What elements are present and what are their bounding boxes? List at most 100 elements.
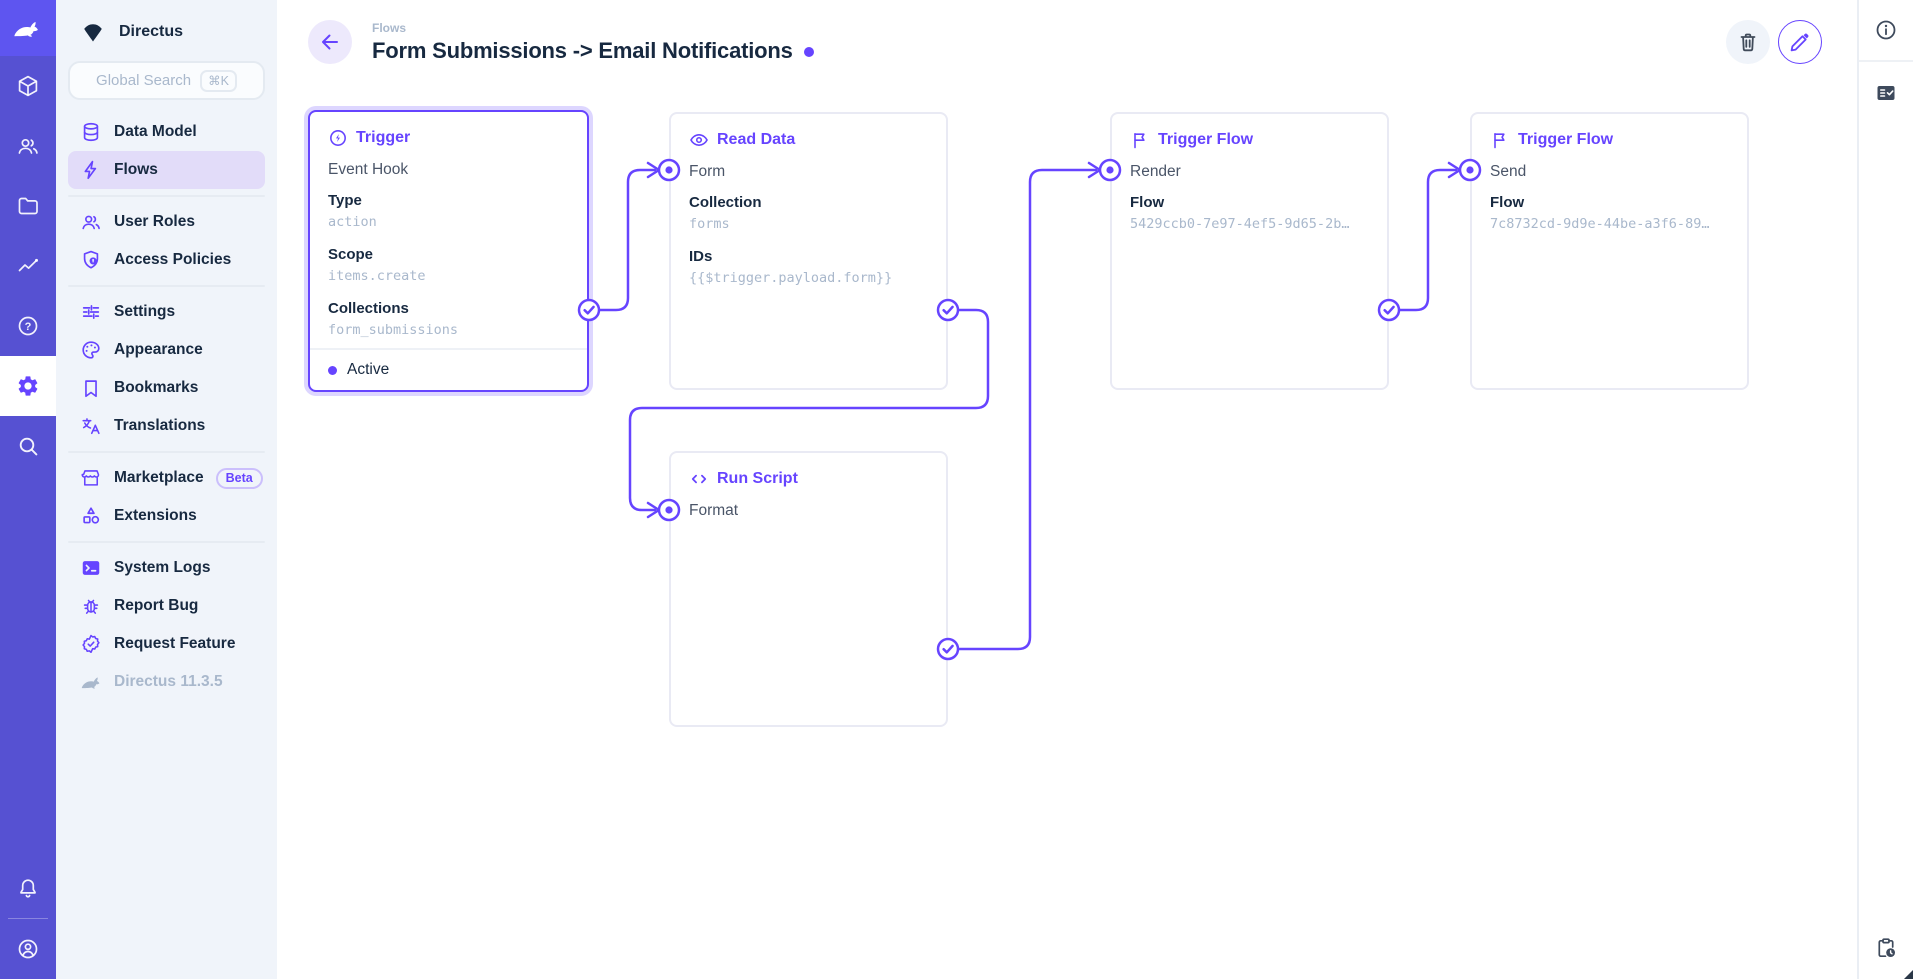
field-value: 5429ccb0-7e97-4ef5-9d65-2b… <box>1130 216 1350 232</box>
module-insights-button[interactable] <box>0 236 56 296</box>
translate-icon <box>80 415 102 437</box>
resize-corner-handle[interactable] <box>1904 970 1913 979</box>
code-icon <box>689 469 709 489</box>
module-files-button[interactable] <box>0 176 56 236</box>
sidebar-item-label: Settings <box>114 303 176 320</box>
nav-divider <box>68 451 265 453</box>
field-label: Collection <box>689 194 762 211</box>
sidebar-item-access-policies[interactable]: Access Policies <box>68 241 265 279</box>
activity-drawer-button[interactable] <box>1859 917 1913 979</box>
connector-arrow <box>1087 161 1102 179</box>
field-value: 7c8732cd-9d9e-44be-a3f6-89… <box>1490 216 1710 232</box>
directus-rabbit-icon <box>80 671 102 693</box>
sidebar-item-label: Report Bug <box>114 597 199 614</box>
header-actions <box>1726 20 1822 64</box>
flag-icon <box>1130 130 1150 150</box>
unsaved-indicator-dot <box>803 46 814 57</box>
field-value: action <box>328 214 377 230</box>
node-name: Form <box>689 163 726 180</box>
module-help-button[interactable]: ? <box>0 296 56 356</box>
flow-node-trigger-flow-render[interactable]: Trigger Flow Render Flow 5429ccb0-7e97-4… <box>1110 112 1389 390</box>
flow-node-trigger[interactable]: Trigger Event Hook Type action Scope ite… <box>308 110 589 392</box>
field-value: form_submissions <box>328 322 459 338</box>
sidebar-item-label: Access Policies <box>114 251 232 268</box>
bookmark-icon <box>80 377 102 399</box>
page-header: Flows Form Submissions -> Email Notifica… <box>277 0 1857 84</box>
pencil-icon <box>1788 30 1812 54</box>
node-title: Trigger <box>356 129 411 146</box>
notifications-button[interactable] <box>0 858 56 918</box>
module-search-button[interactable] <box>0 416 56 476</box>
flow-canvas[interactable]: Trigger Event Hook Type action Scope ite… <box>277 84 1857 979</box>
connector-line <box>956 168 1098 651</box>
search-icon <box>16 434 40 458</box>
sidebar-item-extensions[interactable]: Extensions <box>68 497 265 535</box>
status-dot <box>328 365 337 375</box>
module-user-directory-button[interactable] <box>0 116 56 176</box>
flow-node-trigger-flow-send[interactable]: Trigger Flow Send Flow 7c8732cd-9d9e-44b… <box>1470 112 1749 390</box>
sidebar-item-report-bug[interactable]: Report Bug <box>68 587 265 625</box>
main-area: Flows Form Submissions -> Email Notifica… <box>277 0 1857 979</box>
logs-panel-button[interactable] <box>1859 62 1913 124</box>
breadcrumb[interactable]: Flows <box>372 20 407 35</box>
right-sidebar <box>1857 0 1913 979</box>
sidebar-item-marketplace[interactable]: Marketplace Beta <box>68 459 265 497</box>
nav-list: Data Model Flows User Roles Access Polic… <box>68 113 265 701</box>
insights-icon <box>16 254 40 278</box>
project-gem-icon <box>80 20 106 44</box>
project-header[interactable]: Directus <box>68 16 265 48</box>
trash-icon <box>1736 30 1760 54</box>
sidebar-item-translations[interactable]: Translations <box>68 407 265 445</box>
sidebar-item-label: System Logs <box>114 559 211 576</box>
delete-button[interactable] <box>1726 20 1770 64</box>
palette-icon <box>80 339 102 361</box>
nav-sidebar: Directus Global Search ⌘K Data Model Flo… <box>56 0 277 979</box>
module-content-button[interactable] <box>0 56 56 116</box>
sidebar-item-appearance[interactable]: Appearance <box>68 331 265 369</box>
account-icon <box>16 937 40 961</box>
node-name: Event Hook <box>328 161 409 178</box>
sidebar-item-label: User Roles <box>114 213 195 230</box>
info-panel-button[interactable] <box>1859 0 1913 62</box>
sidebar-item-request-feature[interactable]: Request Feature <box>68 625 265 663</box>
sidebar-item-user-roles[interactable]: User Roles <box>68 203 265 241</box>
global-search-input[interactable]: Global Search ⌘K <box>68 61 265 100</box>
svg-text:?: ? <box>25 321 32 333</box>
trigger-status: Active <box>310 348 587 390</box>
sidebar-item-flows[interactable]: Flows <box>68 151 265 189</box>
bug-icon <box>80 595 102 617</box>
project-logo-button[interactable] <box>0 0 56 56</box>
flag-icon <box>1490 130 1510 150</box>
field-value: {{$trigger.payload.form}} <box>689 270 893 286</box>
nav-divider <box>68 285 265 287</box>
module-settings-button[interactable] <box>0 356 56 416</box>
help-icon: ? <box>16 314 40 338</box>
clipboard-clock-icon <box>1874 936 1898 960</box>
node-title: Read Data <box>717 131 796 148</box>
directus-rabbit-icon <box>12 16 44 40</box>
arrow-left-icon <box>318 30 342 54</box>
edit-button[interactable] <box>1778 20 1822 64</box>
flow-node-read-data[interactable]: Read Data Form Collection forms IDs {{$t… <box>669 112 948 390</box>
module-bar-divider <box>8 918 48 919</box>
bolt-circle-icon <box>328 128 348 148</box>
sidebar-item-bookmarks[interactable]: Bookmarks <box>68 369 265 407</box>
connector-arrow <box>646 161 661 179</box>
sidebar-item-label: Bookmarks <box>114 379 199 396</box>
terminal-icon <box>80 557 102 579</box>
sidebar-item-version: Directus 11.3.5 <box>68 663 265 701</box>
sidebar-item-settings[interactable]: Settings <box>68 293 265 331</box>
eye-icon <box>689 130 709 150</box>
account-button[interactable] <box>0 919 56 979</box>
logs-icon <box>1874 81 1898 105</box>
module-bar: ? <box>0 0 56 979</box>
sidebar-item-data-model[interactable]: Data Model <box>68 113 265 151</box>
info-icon <box>1874 18 1898 42</box>
sidebar-item-label: Marketplace <box>114 469 204 486</box>
sidebar-item-label: Request Feature <box>114 635 236 652</box>
sidebar-item-system-logs[interactable]: System Logs <box>68 549 265 587</box>
back-button[interactable] <box>308 20 352 64</box>
field-label: Type <box>328 192 362 209</box>
version-label: Directus 11.3.5 <box>114 673 223 690</box>
flow-node-run-script[interactable]: Run Script Format <box>669 451 948 727</box>
